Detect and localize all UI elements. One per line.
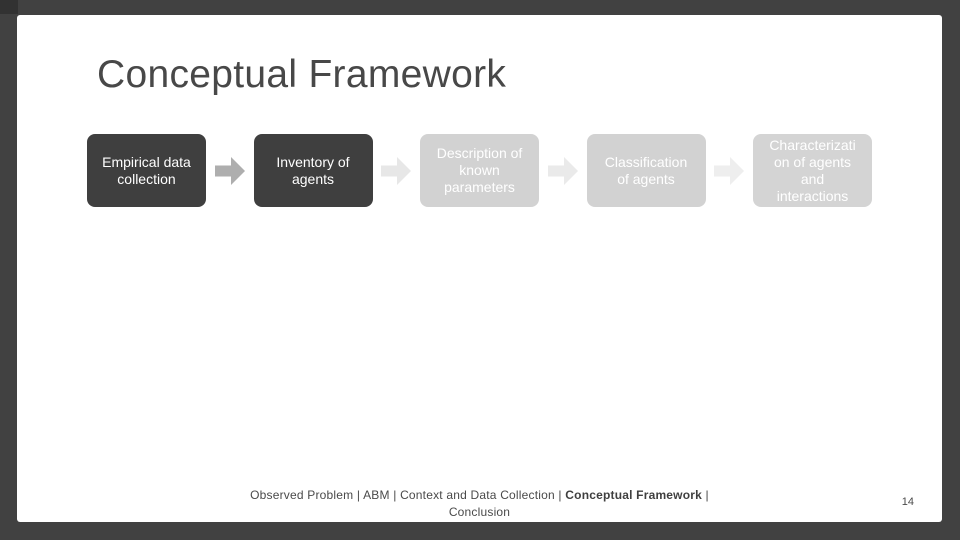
footer-line1: Observed Problem | ABM | Context and Dat… [17, 487, 942, 504]
flow-arrow-icon [547, 156, 578, 185]
footer-line2: Conclusion [448, 505, 511, 519]
process-flow: Empirical data collection Inventory of ag… [87, 134, 872, 207]
footer-segment: | [705, 488, 709, 502]
page-number: 14 [901, 496, 914, 508]
footer-segment: Observed Problem | ABM | Context and Dat… [250, 488, 562, 502]
flow-arrow-icon [714, 156, 745, 185]
flow-step-5: Characterizati on of agents and interact… [753, 134, 872, 207]
flow-arrow-icon [381, 156, 412, 185]
flow-step-1: Empirical data collection [87, 134, 206, 207]
flow-step-2: Inventory of agents [253, 134, 373, 207]
flow-step-3: Description of known parameters [420, 134, 539, 207]
flow-arrow-icon [214, 156, 245, 185]
slide-title: Conceptual Framework [97, 53, 507, 96]
footer-nav: Observed Problem | ABM | Context and Dat… [17, 487, 942, 521]
flow-step-4: Classification of agents [586, 134, 706, 207]
slide: Conceptual Framework Empirical data coll… [17, 15, 942, 522]
footer-segment-current: Conceptual Framework [565, 488, 702, 502]
corner-accent [0, 0, 18, 14]
